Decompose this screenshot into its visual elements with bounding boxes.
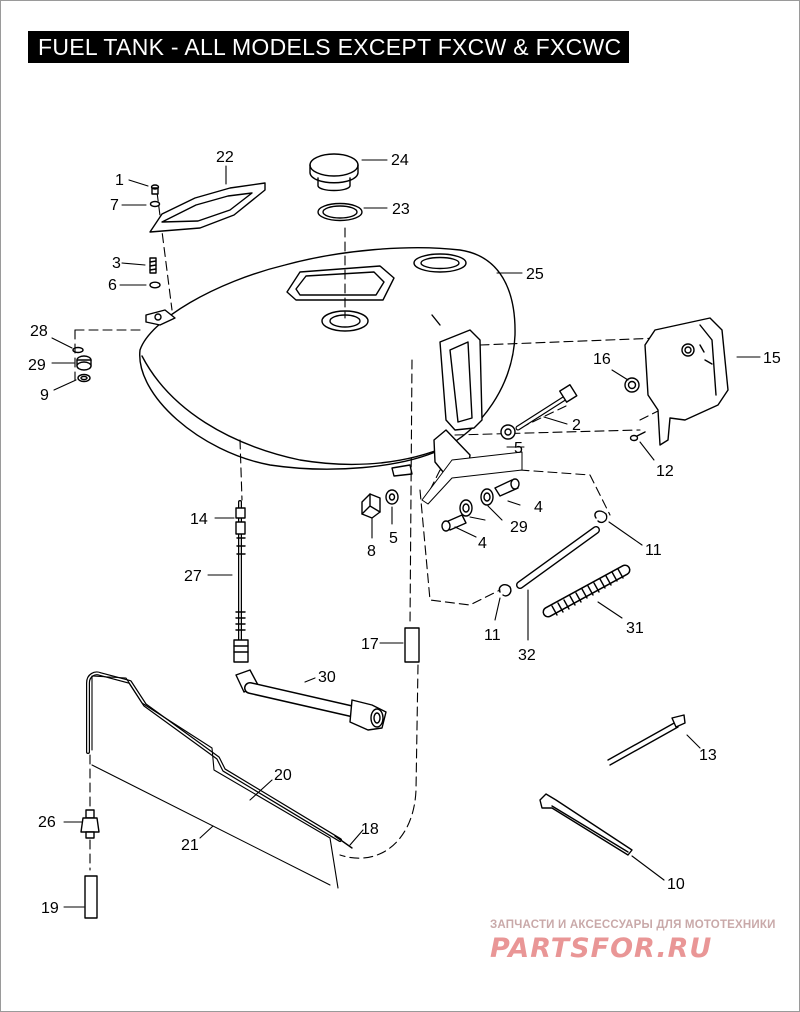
sleeve-19 [84,875,98,919]
grommet-stack [72,346,92,383]
fitting-26 [80,809,100,839]
callout-31: 31 [626,620,644,637]
emblem-22 [149,182,266,233]
callout-24: 24 [391,152,409,169]
sleeve-17 [404,627,420,663]
callout-7: 7 [110,197,119,214]
fuel-cap-24 [309,153,359,192]
callout-25: 25 [526,266,544,283]
rod-21-outline [91,675,339,889]
screw-1 [150,184,160,195]
fuel-tank [139,247,516,479]
callout-6: 6 [108,277,117,294]
callout-29-left: 29 [28,357,46,374]
spring-31 [542,564,631,618]
callout-8: 8 [367,543,376,560]
grommet-29-pair [459,488,494,517]
strap-13 [607,714,686,766]
watermark-logo: PARTSFOR.RU [490,933,713,964]
callout-2: 2 [572,417,581,434]
callout-23: 23 [392,201,410,218]
callout-28: 28 [30,323,48,340]
callout-26: 26 [38,814,56,831]
leader-lines [51,159,761,908]
screw-12 [629,431,646,442]
callout-21: 21 [181,837,199,854]
spacer-4-lower [441,514,467,532]
callout-3: 3 [112,255,121,272]
callout-30: 30 [318,669,336,686]
callout-15: 15 [763,350,781,367]
callout-5-right: 5 [514,440,523,457]
callout-20: 20 [274,767,292,784]
callout-9: 9 [40,387,49,404]
watermark-caption: ЗАПЧАСТИ И АКСЕССУАРЫ ДЛЯ МОТОТЕХНИКИ [490,919,776,931]
rod-20 [86,671,353,849]
callout-11-upper: 11 [645,542,662,559]
washer-5-right [500,424,516,440]
title-bar: FUEL TANK - ALL MODELS EXCEPT FXCW & FXC… [28,31,629,63]
callout-22: 22 [216,149,234,166]
valve-27 [233,500,249,663]
callout-4-upper: 4 [534,499,543,516]
callout-12: 12 [656,463,674,480]
callout-10: 10 [667,876,685,893]
callout-32: 32 [518,647,536,664]
callout-14: 14 [190,511,208,528]
grommet-16 [624,377,640,393]
clamp-11-upper [594,510,608,524]
callout-27: 27 [184,568,202,585]
washer-5-left [385,489,399,505]
callout-13: 13 [699,747,717,764]
callout-17: 17 [361,636,379,653]
bolt-2 [515,384,578,431]
callout-11-lower: 11 [484,627,501,644]
clamp-11-lower [498,584,512,597]
bracket-15 [644,317,729,446]
nut-8 [361,493,381,519]
callout-1: 1 [115,172,124,189]
callout-19: 19 [41,900,59,917]
cable-tie-10 [539,793,633,856]
page-title: FUEL TANK - ALL MODELS EXCEPT FXCW & FXC… [38,34,622,60]
washer-6 [149,281,161,289]
screw-3 [149,257,157,274]
crossover-30 [235,669,387,731]
callout-16: 16 [593,351,611,368]
callout-labels: 1 2 3 4 4 5 5 6 7 8 9 10 11 11 12 13 14 … [28,149,781,917]
spacer-4-upper [494,478,520,497]
callout-18: 18 [361,821,379,838]
gasket-23 [317,202,363,222]
callout-29-right: 29 [510,519,528,536]
washer-7 [149,200,161,208]
callout-5-left: 5 [389,530,398,547]
callout-4-lower: 4 [478,535,487,552]
